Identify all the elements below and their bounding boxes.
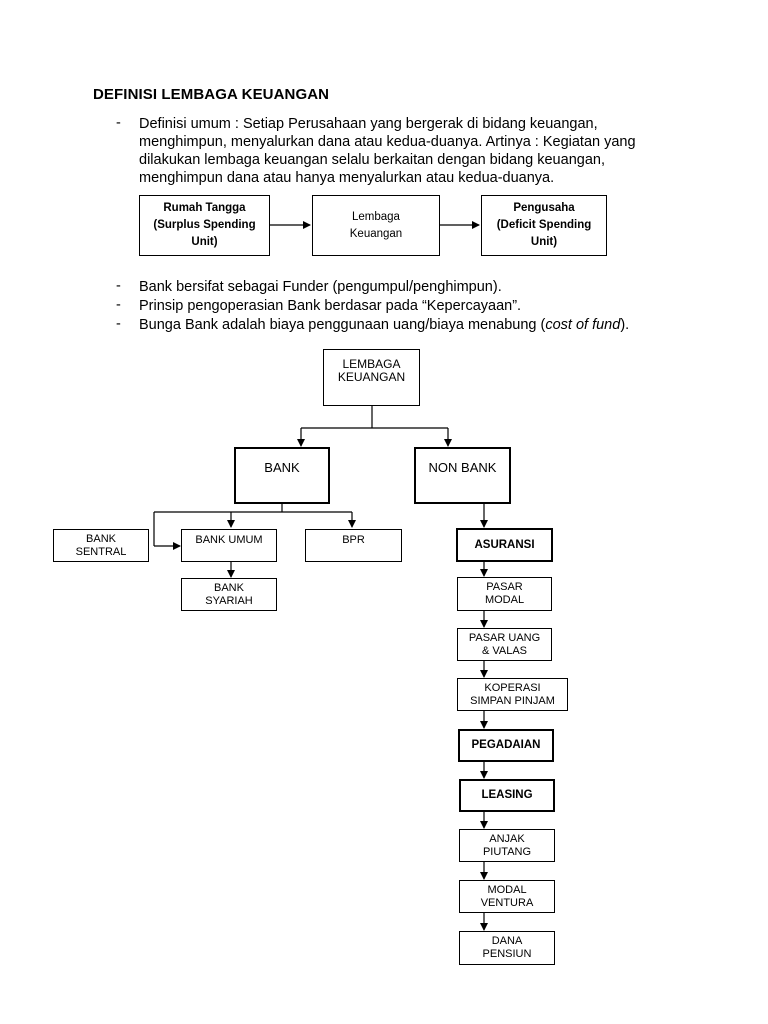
node-pasar-modal: PASAR MODAL <box>457 577 552 611</box>
node-text: MODAL <box>487 883 527 896</box>
node-text: & VALAS <box>481 644 528 657</box>
definition-line: menghimpun, menyalurkan dana atau kedua-… <box>139 134 636 150</box>
flow-text: Keuangan <box>349 227 403 240</box>
node-pasar-uang: PASAR UANG & VALAS <box>457 628 552 661</box>
node-text: BPR <box>342 534 365 546</box>
bullet-dash: - <box>116 316 121 332</box>
node-pegadaian: PEGADAIAN <box>458 729 554 762</box>
flow-text: Unit) <box>530 236 558 248</box>
node-text: VENTURA <box>480 896 534 909</box>
node-text: LEMBAGA <box>342 357 401 371</box>
node-text: PASAR <box>486 581 523 593</box>
flow-text: Rumah Tangga <box>163 202 246 214</box>
flow-box-pengusaha: Pengusaha (Deficit Spending Unit) <box>481 195 607 256</box>
node-text: KEUANGAN <box>337 370 406 384</box>
node-bpr: BPR <box>305 529 402 562</box>
node-text: PIUTANG <box>482 845 532 858</box>
node-text: BANK UMUM <box>195 534 263 546</box>
node-text: MODAL <box>484 594 525 606</box>
node-koperasi: KOPERASI SIMPAN PINJAM <box>457 678 568 711</box>
bullet-dash: - <box>116 297 121 313</box>
flow-text: Pengusaha <box>513 202 575 214</box>
node-asuransi: ASURANSI <box>456 528 553 562</box>
node-text: DANA <box>491 935 523 947</box>
node-text: KOPERASI <box>484 681 541 694</box>
flow-text: (Surplus Spending <box>153 219 256 231</box>
node-text: PEGADAIAN <box>471 739 541 751</box>
definition-line: Definisi umum : Setiap Perusahaan yang b… <box>139 116 598 132</box>
node-non-bank: NON BANK <box>414 447 511 504</box>
node-anjak-piutang: ANJAK PIUTANG <box>459 829 555 862</box>
definition-line: menghimpun dana atau hanya menyalurkan a… <box>139 170 555 186</box>
bullet-funder: Bank bersifat sebagai Funder (pengumpul/… <box>139 279 502 295</box>
node-text: LEASING <box>481 789 533 801</box>
node-text: BANK <box>86 532 116 545</box>
node-bank-umum: BANK UMUM <box>181 529 277 562</box>
node-text: SENTRAL <box>75 545 127 558</box>
bullet-kepercayaan: Prinsip pengoperasian Bank berdasar pada… <box>139 298 522 314</box>
definition-paragraph: Definisi umum : Setiap Perusahaan yang b… <box>139 115 636 187</box>
bullet-text: ). <box>620 317 630 333</box>
node-text: PASAR UANG <box>468 631 541 644</box>
node-text: ASURANSI <box>474 538 535 551</box>
bullet-italic-text: cost of fund <box>545 317 621 333</box>
node-text: BANK <box>214 581 244 594</box>
flow-text: (Deficit Spending <box>496 219 592 231</box>
definition-line: dilakukan lembaga keuangan selalu berkai… <box>139 152 605 168</box>
bullet-bunga: Bunga Bank adalah biaya penggunaan uang/… <box>139 316 629 334</box>
node-bank-sentral: BANK SENTRAL <box>53 529 149 562</box>
node-modal-ventura: MODAL VENTURA <box>459 880 555 913</box>
node-text: SIMPAN PINJAM <box>470 694 555 707</box>
bullet-text: Bunga Bank adalah biaya penggunaan uang/… <box>139 317 546 333</box>
flow-box-rumah-tangga: Rumah Tangga (Surplus Spending Unit) <box>139 195 270 256</box>
node-text: PENSIUN <box>482 948 532 960</box>
flow-box-lembaga-keuangan: Lembaga Keuangan <box>312 195 440 256</box>
node-bank: BANK <box>234 447 330 504</box>
node-text: BANK <box>264 460 300 475</box>
node-dana-pensiun: DANA PENSIUN <box>459 931 555 965</box>
flow-text: Lembaga <box>352 210 400 223</box>
flow-text: Unit) <box>191 236 218 248</box>
node-leasing: LEASING <box>459 779 555 812</box>
node-text: ANJAK <box>489 832 525 845</box>
node-text: NON BANK <box>428 460 497 475</box>
node-bank-syariah: BANK SYARIAH <box>181 578 277 611</box>
node-text: SYARIAH <box>205 594 253 607</box>
node-lembaga-keuangan: LEMBAGA KEUANGAN <box>323 349 420 406</box>
page-title: DEFINISI LEMBAGA KEUANGAN <box>93 86 330 103</box>
bullet-dash: - <box>116 115 121 131</box>
bullet-dash: - <box>116 278 121 294</box>
